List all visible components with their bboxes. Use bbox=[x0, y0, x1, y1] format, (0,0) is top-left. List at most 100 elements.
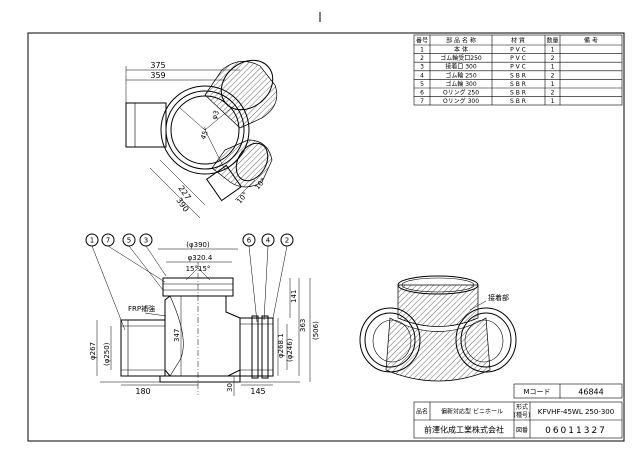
front-left-pipe bbox=[120, 319, 166, 377]
balloon-7: 7 bbox=[101, 233, 166, 283]
svg-text:1: 1 bbox=[551, 81, 555, 88]
top-body-outer bbox=[160, 85, 250, 175]
dim-phi-small: φ3 bbox=[210, 109, 221, 120]
top-branch-lower bbox=[211, 139, 273, 188]
dim-250: (φ250) bbox=[103, 342, 111, 366]
balloon-3: 3 bbox=[139, 233, 167, 277]
svg-text:S B R: S B R bbox=[510, 81, 526, 88]
svg-text:7: 7 bbox=[106, 237, 110, 245]
svg-text:6: 6 bbox=[247, 237, 252, 245]
table-row: 6 Oリング 250 S B R 2 bbox=[420, 89, 555, 97]
th-remarks: 備 考 bbox=[584, 37, 598, 45]
dim-320: φ320.4 bbox=[188, 254, 213, 262]
table-row: 2 ゴム輪受口250 P V C 2 bbox=[420, 54, 555, 62]
th-name: 部 品 名 称 bbox=[446, 37, 476, 45]
drawing-no: 06011327 bbox=[545, 426, 607, 436]
svg-text:Oリング 300: Oリング 300 bbox=[443, 97, 479, 105]
product-name-label: 品名 bbox=[416, 408, 428, 416]
top-left-stub bbox=[125, 102, 167, 148]
th-no: 番号 bbox=[416, 38, 428, 45]
svg-text:1: 1 bbox=[551, 47, 555, 54]
svg-text:6: 6 bbox=[420, 90, 424, 97]
model-value: KFVHF-45WL 250-300 bbox=[538, 408, 614, 416]
dim-268: φ268.1 bbox=[277, 333, 285, 358]
iso-left-ring bbox=[359, 307, 421, 373]
top-branch-upper bbox=[204, 61, 278, 129]
dim-267: φ267 bbox=[89, 342, 97, 360]
svg-text:3: 3 bbox=[144, 237, 148, 245]
th-qty: 数量 bbox=[546, 37, 558, 45]
dim-angle: 15°15° bbox=[186, 265, 211, 273]
svg-text:1: 1 bbox=[551, 98, 555, 105]
svg-text:1: 1 bbox=[90, 237, 94, 245]
model-label-2: (種号) bbox=[514, 411, 531, 419]
svg-text:Oリング 250: Oリング 250 bbox=[443, 89, 479, 97]
iso-body bbox=[385, 317, 491, 382]
svg-text:ゴム輪受口250: ゴム輪受口250 bbox=[440, 54, 482, 62]
iso-right-ring bbox=[455, 307, 517, 373]
parts-table: 番号 部 品 名 称 材 質 数量 備 考 1 本 体 P V C 1 2 ゴム… bbox=[413, 34, 623, 106]
svg-text:ゴム輪 250: ゴム輪 250 bbox=[445, 71, 477, 79]
svg-text:P V C: P V C bbox=[510, 47, 526, 54]
iso-view: 接着部 bbox=[359, 275, 517, 382]
svg-text:ゴム輪 300: ゴム輪 300 bbox=[445, 80, 477, 88]
svg-text:5: 5 bbox=[420, 81, 424, 88]
svg-text:2: 2 bbox=[551, 55, 555, 62]
dim-363: 363 bbox=[299, 319, 307, 332]
front-base bbox=[159, 375, 241, 383]
table-row: 1 本 体 P V C 1 bbox=[420, 46, 555, 54]
svg-text:3: 3 bbox=[420, 64, 424, 71]
dim-30: 30 bbox=[226, 383, 234, 392]
dim-375: 375 bbox=[150, 61, 165, 70]
svg-text:2: 2 bbox=[551, 90, 555, 97]
product-name: 偏新対応型 ビニホール bbox=[441, 408, 503, 416]
svg-text:1: 1 bbox=[551, 64, 555, 71]
front-right-socket bbox=[239, 317, 274, 377]
model-label-1: 形式 bbox=[516, 403, 528, 411]
svg-text:2: 2 bbox=[551, 72, 555, 79]
dim-141: 141 bbox=[290, 290, 298, 303]
th-material: 材 質 bbox=[511, 37, 525, 45]
company-name: 前澤化成工業株式会社 bbox=[424, 425, 504, 435]
balloon-5: 5 bbox=[122, 233, 164, 291]
svg-text:4: 4 bbox=[420, 72, 424, 79]
svg-text:S B R: S B R bbox=[510, 98, 526, 105]
title-block: Mコード 46844 品名 偏新対応型 ビニホール 形式 (種号) KFVHF-… bbox=[413, 383, 623, 439]
svg-text:2: 2 bbox=[420, 55, 424, 62]
iso-label: 接着部 bbox=[488, 293, 509, 302]
svg-text:S B R: S B R bbox=[510, 90, 526, 97]
svg-text:本 体: 本 体 bbox=[454, 46, 468, 54]
svg-text:2: 2 bbox=[285, 237, 289, 245]
balloon-2: 2 bbox=[272, 233, 294, 319]
label-frp: FRP補強 bbox=[128, 304, 155, 313]
top-view: 375 359 φ3 45° 227 390 10° 10° bbox=[125, 59, 278, 219]
table-row: 7 Oリング 300 S B R 1 bbox=[420, 97, 555, 105]
balloon-1: 1 bbox=[85, 233, 126, 331]
drawing-no-label: 図番 bbox=[516, 427, 528, 434]
mark-label: Mコード bbox=[523, 388, 550, 396]
balloon-6: 6 bbox=[242, 233, 258, 323]
iso-top-collar bbox=[397, 284, 479, 327]
table-row: 5 ゴム輪 300 S B R 1 bbox=[420, 80, 555, 88]
svg-text:P V C: P V C bbox=[510, 55, 526, 62]
dim-10-a: 10° bbox=[235, 191, 249, 206]
balloon-4: 4 bbox=[261, 233, 275, 321]
dim-506: (506) bbox=[312, 321, 320, 340]
svg-text:1: 1 bbox=[420, 47, 424, 54]
svg-text:接着口 300: 接着口 300 bbox=[445, 63, 477, 71]
svg-text:7: 7 bbox=[420, 98, 424, 105]
dim-390-front: (φ390) bbox=[186, 241, 210, 249]
top-outlet bbox=[206, 164, 242, 202]
dim-359: 359 bbox=[150, 71, 165, 80]
dim-45: 45° bbox=[199, 126, 211, 140]
dim-347: 347 bbox=[173, 329, 181, 342]
svg-text:5: 5 bbox=[127, 237, 131, 245]
dim-180: 180 bbox=[135, 387, 150, 396]
front-view: 1 7 5 3 6 4 2 bbox=[85, 233, 320, 396]
table-row: 3 接着口 300 P V C 1 bbox=[420, 63, 555, 71]
table-row: 4 ゴム輪 250 S B R 2 bbox=[420, 71, 555, 79]
svg-text:4: 4 bbox=[266, 237, 271, 245]
dim-246: (φ246) bbox=[286, 338, 294, 362]
